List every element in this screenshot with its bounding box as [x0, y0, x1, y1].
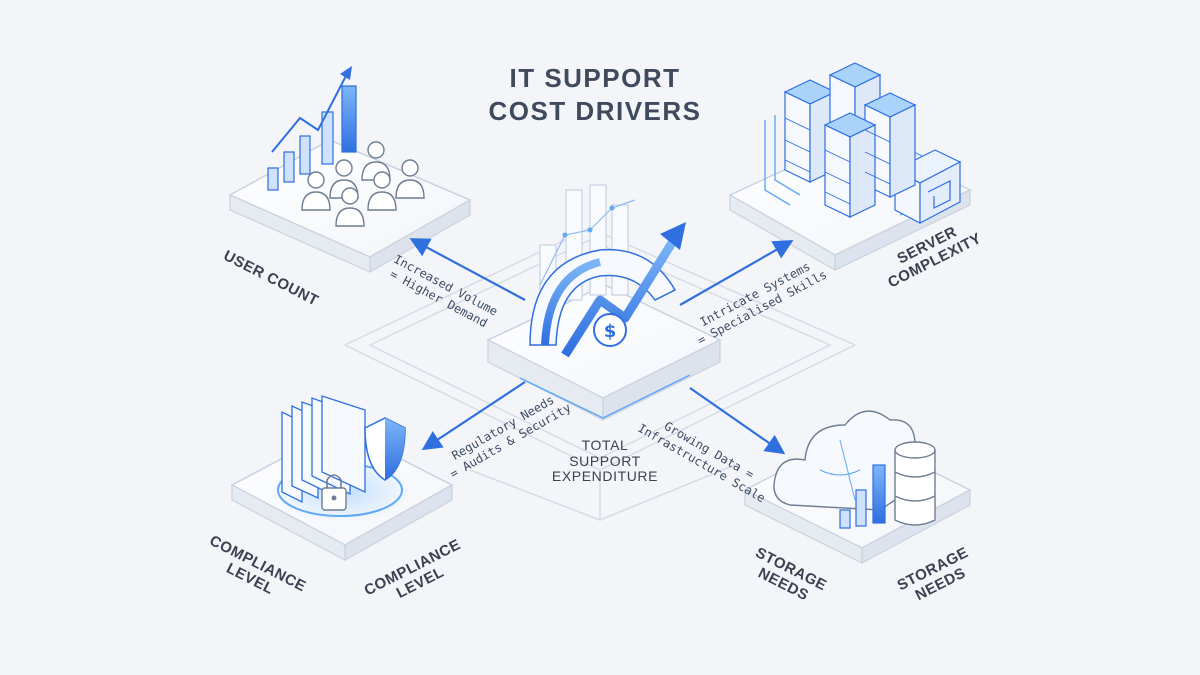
- diagram-title: IT SUPPORT COST DRIVERS: [470, 62, 720, 127]
- connector-frames: [343, 227, 857, 522]
- center-label-total-support-expenditure: TOTAL SUPPORT EXPENDITURE: [551, 437, 659, 485]
- cloud-database-icon: [773, 410, 936, 529]
- gauge-dollar-icon: $: [529, 184, 686, 358]
- shield-lock-folder-icon: [281, 395, 406, 511]
- arrow-to-user-count: [409, 238, 526, 301]
- server-stack-icon: [764, 62, 962, 224]
- arrow-to-server-complexity: [679, 240, 794, 306]
- users-growth-icon: [267, 66, 425, 227]
- arrow-to-storage: [689, 387, 786, 455]
- relation-arrows: [409, 238, 794, 455]
- title-line-2: COST DRIVERS: [488, 95, 702, 126]
- arrow-to-compliance: [421, 381, 526, 451]
- title-line-1: IT SUPPORT: [509, 63, 681, 93]
- svg-text:$: $: [604, 321, 617, 342]
